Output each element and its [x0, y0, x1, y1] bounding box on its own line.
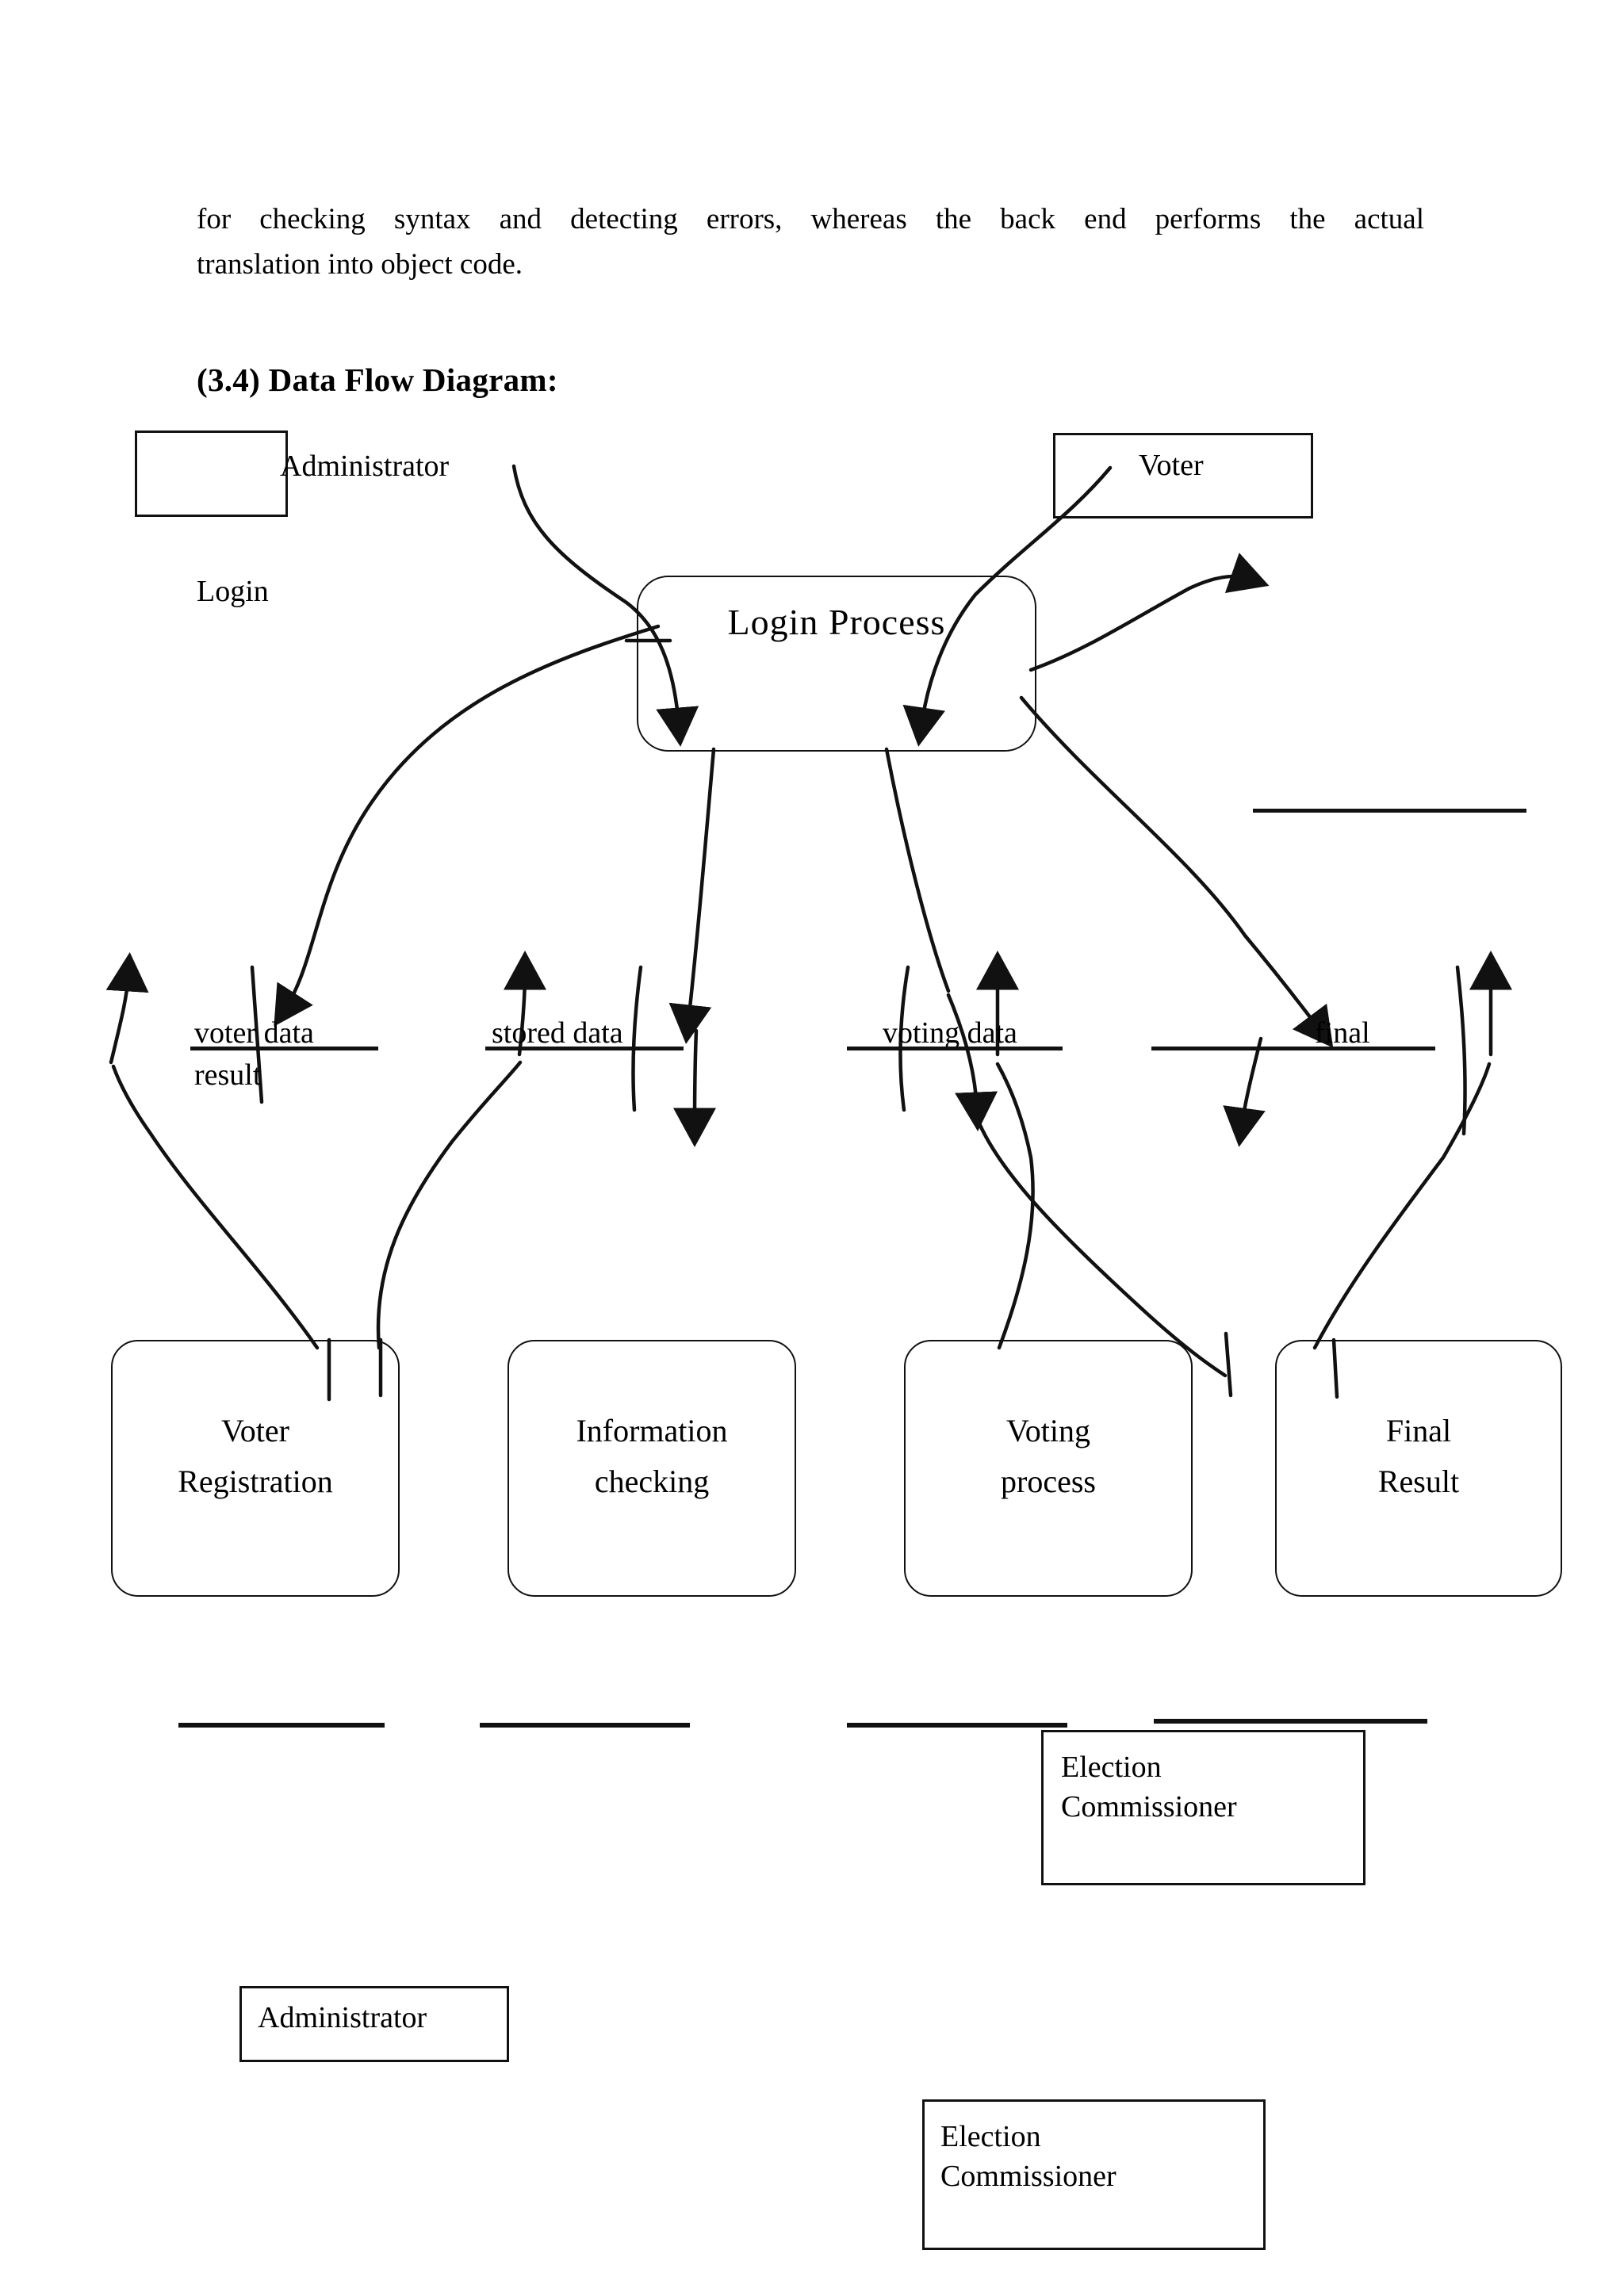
paragraph-line-2: translation into object code. — [197, 248, 523, 281]
data-store-final-line — [1151, 1047, 1435, 1050]
entity-election-commissioner-mid[interactable]: Election Commissioner — [1041, 1730, 1365, 1885]
process-voter-registration-label-2: Registration — [178, 1464, 333, 1499]
divider-line-4 — [1154, 1719, 1427, 1724]
section-heading: (3.4) Data Flow Diagram: — [197, 362, 558, 398]
flow-label-login: Login — [197, 575, 269, 608]
process-information-checking-label-1: Information — [576, 1413, 728, 1448]
paragraph-line-1: for checking syntax and detecting errors… — [197, 203, 1424, 235]
data-store-final-label: final — [1315, 1016, 1370, 1050]
data-store-voter-data-line — [190, 1047, 378, 1050]
process-voter-registration-label-1: Voter — [221, 1413, 289, 1448]
flow-final-down — [1223, 1036, 1266, 1147]
entity-administrator-top-label: Administrator — [280, 450, 450, 483]
process-final-result-label-2: Result — [1377, 1464, 1460, 1499]
link-voter-registration-to-result — [111, 1064, 320, 1350]
process-voting-process[interactable]: Voting process — [904, 1340, 1193, 1597]
process-voting-process-label-2: process — [1001, 1464, 1096, 1499]
flow-up-stored — [503, 951, 546, 1057]
flow-up-result — [105, 952, 149, 1065]
data-store-stored-data-label: stored data — [492, 1016, 623, 1050]
link-final-result-to-final-store — [1312, 1062, 1492, 1350]
entity-administrator-bottom[interactable]: Administrator — [239, 1986, 509, 2062]
flow-stored-data-down — [673, 1028, 717, 1147]
tick-voting-right-top — [1224, 1331, 1233, 1398]
entity-voter-top-label: Voter — [1139, 449, 1204, 482]
stroke-stored-store-vertical-a — [631, 965, 643, 1112]
flow-line-right-upper — [1253, 809, 1526, 813]
link-voting-down-into-right — [975, 1115, 1228, 1378]
process-final-result-label-1: Final — [1385, 1413, 1452, 1448]
divider-line-3 — [847, 1723, 1067, 1728]
stroke-voting-store-vertical-a — [898, 965, 910, 1112]
process-information-checking-label-2: checking — [594, 1464, 710, 1499]
divider-line-2 — [480, 1723, 690, 1728]
entity-election-commissioner-bottom-label-1: Election — [940, 2120, 1041, 2153]
entity-administrator-top[interactable]: Administrator — [135, 430, 449, 517]
entity-election-commissioner-mid-label-1: Election — [1061, 1751, 1162, 1784]
process-final-result[interactable]: Final Result — [1275, 1340, 1562, 1597]
flow-label-result: result — [194, 1058, 262, 1092]
data-store-voting-data-line — [847, 1047, 1063, 1050]
divider-line-1 — [178, 1723, 385, 1728]
link-voter-registration-to-stored — [376, 1060, 523, 1350]
stroke-final-store-vertical — [1455, 965, 1467, 1136]
tick-final-result-top — [1331, 1337, 1339, 1399]
flow-login-to-voting-data — [884, 747, 951, 993]
link-voting-process-to-voting-store — [995, 1062, 1035, 1350]
flow-login-to-voter-data — [274, 624, 661, 1027]
entity-voter-top[interactable]: Voter — [1053, 433, 1313, 519]
data-store-stored-data-line — [485, 1047, 684, 1050]
process-voting-process-label-1: Voting — [1006, 1413, 1090, 1448]
flow-voter-to-login — [902, 465, 1113, 747]
data-store-voting-data-label: voting data — [883, 1016, 1017, 1050]
flow-login-to-final — [1019, 695, 1334, 1048]
entity-election-commissioner-bottom[interactable]: Election Commissioner — [922, 2099, 1266, 2250]
flow-administrator-to-login — [511, 464, 699, 747]
entity-election-commissioner-bottom-label-2: Commissioner — [940, 2160, 1116, 2193]
data-store-voter-data-label: voter data — [194, 1016, 314, 1050]
flow-voting-data-down — [946, 993, 998, 1131]
process-login[interactable]: Login Process — [637, 576, 1036, 752]
stroke-voter-store-vertical — [250, 965, 264, 1104]
flow-login-to-stored-data — [668, 747, 716, 1044]
entity-election-commissioner-mid-label-2: Commissioner — [1061, 1790, 1237, 1823]
process-login-label: Login Process — [727, 602, 946, 642]
flow-login-out-right — [1028, 553, 1270, 672]
entity-administrator-bottom-label: Administrator — [258, 2001, 427, 2034]
body-paragraph: for checking syntax and detecting errors… — [197, 197, 1424, 288]
process-voter-registration[interactable]: Voter Registration — [111, 1340, 400, 1597]
process-information-checking[interactable]: Information checking — [508, 1340, 796, 1597]
